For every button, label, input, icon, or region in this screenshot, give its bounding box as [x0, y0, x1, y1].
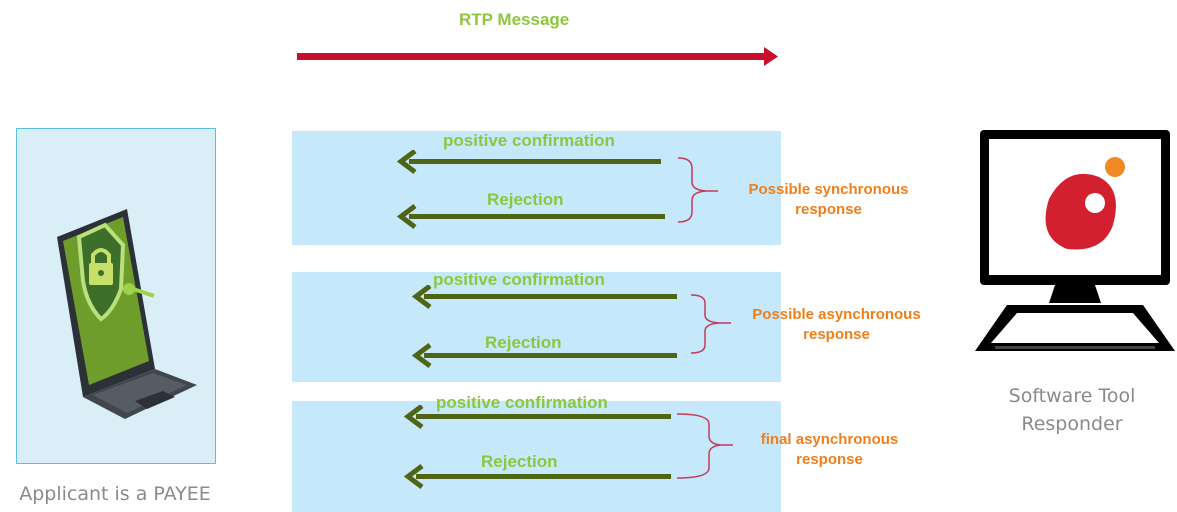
group-2-note: Possible asynchronous response [729, 305, 944, 345]
group-2-brace [690, 294, 731, 354]
group-3-positive-arrow [403, 405, 671, 429]
response-group-1-band [292, 131, 781, 245]
computer-monitor-logo-icon [975, 130, 1175, 351]
laptop-shield-lock-icon [57, 209, 197, 419]
rtp-request-arrow [297, 47, 778, 66]
group-2-positive-arrow [411, 285, 677, 309]
group-2-note-line1: Possible asynchronous [752, 306, 921, 323]
group-1-positive-label: positive confirmation [443, 131, 615, 150]
rtp-message-title: RTP Message [459, 10, 570, 29]
responder-caption-line2: Responder [1021, 413, 1123, 435]
applicant-panel [16, 128, 216, 464]
group-2-rejection-label: Rejection [485, 333, 562, 352]
applicant-caption: Applicant is a PAYEE [19, 483, 211, 505]
group-1-note: Possible synchronous response [721, 180, 936, 220]
group-3-note-line2: response [796, 451, 863, 468]
group-3-positive-label: positive confirmation [436, 393, 608, 412]
group-3-rejection-arrow [403, 464, 671, 489]
group-3-note-line1: final asynchronous [760, 431, 899, 448]
response-group-2-band [292, 272, 781, 382]
group-3-arrows [403, 405, 671, 489]
response-group-3-band [292, 401, 781, 512]
group-3-rejection-label: Rejection [481, 452, 558, 471]
group-1-rejection-arrow [396, 204, 665, 229]
group-2-rejection-arrow [411, 343, 677, 368]
group-1-brace [677, 157, 718, 223]
group-1-rejection-label: Rejection [487, 190, 564, 209]
group-2-arrows [411, 285, 677, 368]
group-1-positive-arrow [396, 150, 661, 174]
group-2-note-line2: response [803, 326, 870, 343]
group-1-arrows [396, 150, 665, 229]
group-2-positive-label: positive confirmation [433, 270, 605, 289]
responder-caption-line1: Software Tool [1008, 385, 1136, 407]
group-3-brace [676, 413, 733, 479]
group-1-note-line2: response [795, 201, 862, 218]
group-3-note: final asynchronous response [722, 430, 937, 470]
responder-caption: Software Tool Responder [962, 382, 1177, 438]
group-1-note-line1: Possible synchronous [748, 181, 909, 198]
